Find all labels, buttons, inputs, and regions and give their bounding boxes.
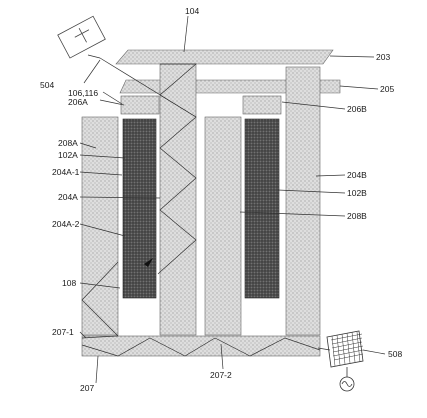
label-205: 205 bbox=[380, 84, 394, 94]
pillar-204B bbox=[285, 66, 321, 336]
label-102B: 102B bbox=[347, 188, 367, 198]
beam-arrow-head bbox=[144, 258, 153, 267]
cap-206B bbox=[242, 95, 282, 115]
beam-path-left bbox=[99, 57, 197, 275]
label-206A: 206A bbox=[68, 97, 88, 107]
sine-wave-icon bbox=[341, 381, 353, 387]
detector-arrow bbox=[317, 347, 331, 351]
beam-path-lower-left bbox=[81, 261, 119, 339]
detector-508 bbox=[326, 330, 364, 368]
leader-lines bbox=[79, 15, 386, 384]
label-207-1: 207-1 bbox=[52, 327, 74, 337]
label-504: 504 bbox=[40, 80, 54, 90]
label-204A: 204A bbox=[58, 192, 78, 202]
top-bar-203 bbox=[115, 49, 334, 65]
label-207: 207 bbox=[80, 383, 94, 393]
label-203: 203 bbox=[376, 52, 390, 62]
source-504 bbox=[57, 15, 106, 59]
label-204A-1: 204A-1 bbox=[52, 167, 80, 177]
cap-206A bbox=[120, 95, 160, 115]
label-208B: 208B bbox=[347, 211, 367, 221]
label-102A: 102A bbox=[58, 150, 78, 160]
beam-path-bottom bbox=[81, 337, 321, 357]
core-102A bbox=[122, 118, 157, 299]
label-208A: 208A bbox=[58, 138, 78, 148]
pillar-204A bbox=[159, 63, 197, 336]
label-206B: 206B bbox=[347, 104, 367, 114]
label-106-116: 106,116 bbox=[68, 88, 98, 98]
label-108: 108 bbox=[62, 278, 76, 288]
label-508: 508 bbox=[388, 349, 402, 359]
source-arrow bbox=[87, 54, 101, 59]
label-204A-2: 204A-2 bbox=[52, 219, 80, 229]
label-204B: 204B bbox=[347, 170, 367, 180]
beam-path-vertical bbox=[159, 63, 197, 118]
label-207-2: 207-2 bbox=[210, 370, 232, 380]
pillar-208B bbox=[204, 116, 242, 336]
core-102B bbox=[244, 118, 280, 299]
label-104: 104 bbox=[185, 6, 199, 16]
